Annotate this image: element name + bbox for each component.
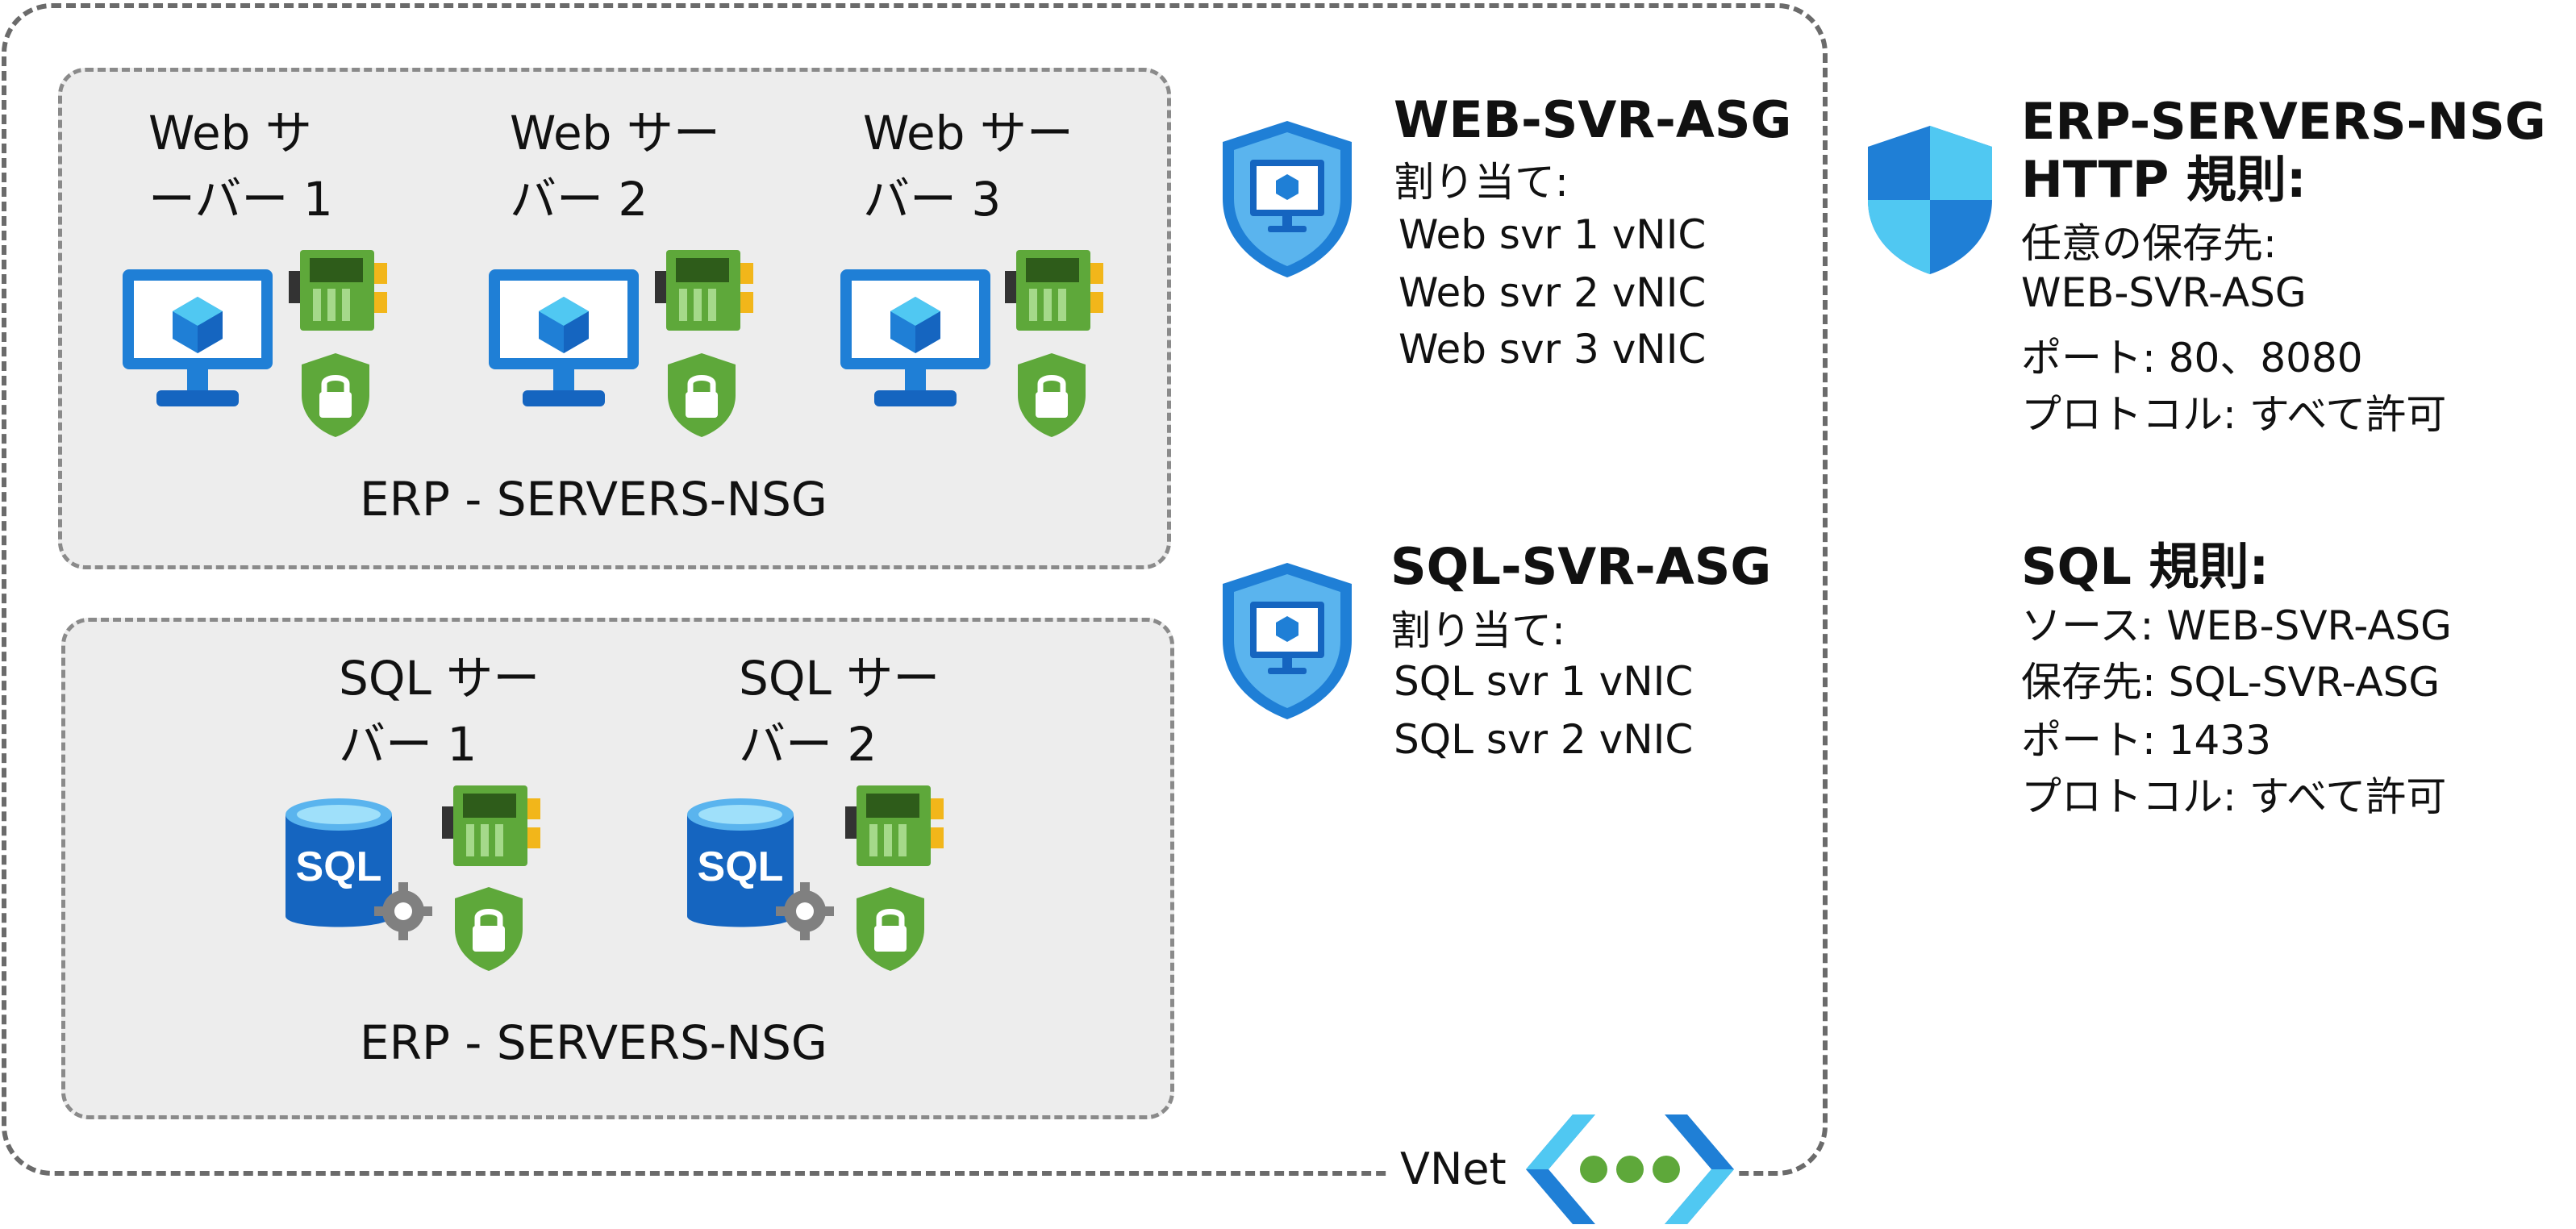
- vnet-boundary: [2, 3, 1828, 1176]
- http-rule-line: プロトコル: すべて許可: [2021, 391, 2447, 438]
- network-interface-icon: [655, 250, 753, 331]
- sql-asg-assigned-label: 割り当て:: [1390, 607, 1565, 654]
- application-security-group-icon: [1223, 563, 1352, 719]
- nsg-shield-icon: [857, 887, 924, 971]
- http-rule-line: 任意の保存先:: [2021, 220, 2277, 267]
- network-interface-icon: [1005, 250, 1103, 331]
- sql-rule-line: プロトコル: すべて許可: [2021, 773, 2447, 820]
- network-interface-icon: [845, 785, 944, 866]
- sql-rule-line: ソース: WEB-SVR-ASG: [2021, 602, 2452, 649]
- sql-rule-title: SQL 規則:: [2021, 537, 2270, 596]
- svg-text:SQL: SQL: [296, 844, 382, 890]
- application-security-group-icon: [1223, 121, 1352, 277]
- virtual-machine-icon: [840, 269, 990, 406]
- web-asg-item: Web svr 1 vNIC: [1398, 211, 1707, 258]
- sql-servers-group: [61, 618, 1174, 1119]
- nsg-shield-icon: [1018, 353, 1086, 437]
- nsg-rules-title: ERP-SERVERS-NSG: [2021, 92, 2546, 151]
- http-rule-line: WEB-SVR-ASG: [2021, 269, 2307, 316]
- web-asg-title: WEB-SVR-ASG: [1394, 90, 1792, 149]
- sql-asg-item: SQL svr 1 vNIC: [1394, 658, 1694, 705]
- web-asg-assigned-label: 割り当て:: [1394, 159, 1569, 206]
- sql-group-nsg-label: ERP - SERVERS-NSG: [360, 1015, 827, 1070]
- nsg-shield-icon: [455, 887, 523, 971]
- sql-database-icon: SQL: [286, 798, 432, 940]
- sql-rule-line: 保存先: SQL-SVR-ASG: [2021, 659, 2441, 706]
- nsg-shield-icon: [668, 353, 736, 437]
- sql-server-2-label: SQL サー バー 2: [739, 651, 940, 772]
- sql-server-1-label: SQL サー バー 1: [339, 651, 540, 772]
- network-interface-icon: [442, 785, 540, 866]
- virtual-machine-icon: [489, 269, 639, 406]
- web-asg-item: Web svr 3 vNIC: [1398, 326, 1707, 373]
- web-group-nsg-label: ERP - SERVERS-NSG: [360, 472, 827, 527]
- http-rule-title: HTTP 規則:: [2021, 150, 2307, 209]
- vnet-label: VNet: [1389, 1144, 1518, 1194]
- web-server-1-label: Web サ ーバー 1: [148, 106, 333, 227]
- web-server-2-label: Web サー バー 2: [510, 106, 720, 227]
- sql-database-icon: SQL: [687, 798, 834, 940]
- virtual-machine-icon: [123, 269, 273, 406]
- svg-text:SQL: SQL: [698, 844, 784, 890]
- http-rule-line: ポート: 80、8080: [2021, 335, 2363, 381]
- web-server-3-label: Web サー バー 3: [863, 106, 1073, 227]
- network-interface-icon: [289, 250, 387, 331]
- sql-asg-item: SQL svr 2 vNIC: [1394, 716, 1694, 763]
- sql-rule-line: ポート: 1433: [2021, 717, 2271, 764]
- sql-asg-title: SQL-SVR-ASG: [1390, 537, 1772, 596]
- vnet-icon: [1526, 1114, 1734, 1224]
- nsg-shield-icon: [302, 353, 369, 437]
- network-security-group-icon: [1868, 126, 1992, 274]
- web-asg-item: Web svr 2 vNIC: [1398, 269, 1707, 316]
